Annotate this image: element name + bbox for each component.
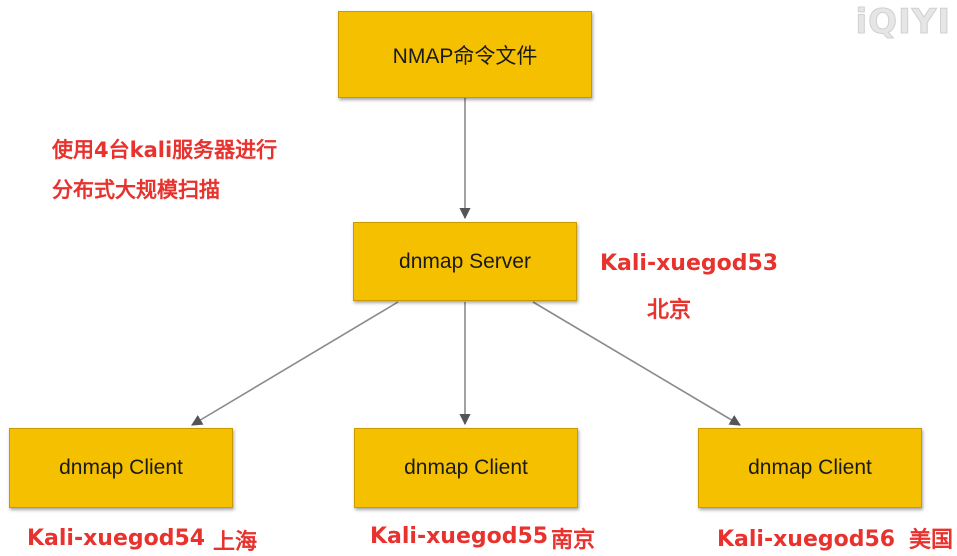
node-nmap-command-file-label: NMAP命令文件 (392, 44, 538, 68)
client-2-host-location: 南京 (551, 528, 596, 553)
node-dnmap-client-2: dnmap Client (354, 428, 578, 508)
client-3-host-name: Kali-xuegod56 (717, 527, 896, 552)
arrow-server-to-client-3 (532, 301, 741, 426)
server-host-name: Kali-xuegod53 (600, 251, 779, 276)
client-3-host-location: 美国 (909, 528, 954, 553)
node-dnmap-client-2-label: dnmap Client (404, 456, 528, 479)
node-dnmap-server: dnmap Server (353, 222, 577, 301)
client-1-host-name: Kali-xuegod54 (27, 526, 206, 551)
node-dnmap-server-label: dnmap Server (399, 249, 531, 273)
client-1-host-location: 上海 (213, 530, 258, 555)
node-dnmap-client-3: dnmap Client (698, 428, 922, 508)
note-line-1: 使用4台kali服务器进行 (52, 138, 278, 162)
node-dnmap-client-1: dnmap Client (9, 428, 233, 508)
note-line-2: 分布式大规模扫描 (52, 178, 220, 202)
node-nmap-command-file: NMAP命令文件 (338, 11, 592, 98)
node-dnmap-client-3-label: dnmap Client (748, 456, 872, 479)
node-dnmap-client-1-label: dnmap Client (59, 456, 183, 479)
arrow-server-to-client-1 (191, 301, 399, 426)
server-host-location: 北京 (647, 298, 692, 323)
client-2-host-name: Kali-xuegod55 (370, 524, 549, 549)
iqiyi-watermark-logo: iQIYI (855, 2, 951, 43)
